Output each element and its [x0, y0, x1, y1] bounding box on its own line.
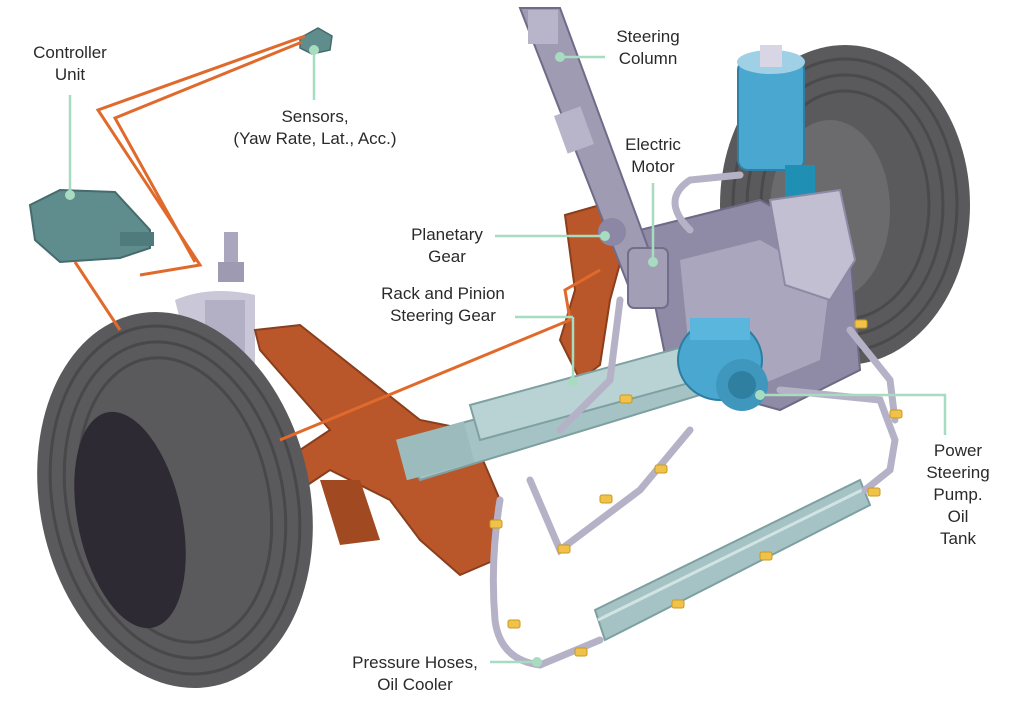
- label-line: Tank: [940, 529, 976, 548]
- controller-unit: [28, 188, 154, 264]
- label-rack-and-pinion: Rack and Pinion Steering Gear: [368, 283, 518, 327]
- label-line: Controller: [33, 43, 107, 62]
- label-line: Steering: [616, 27, 680, 46]
- label-line: Pressure Hoses,: [352, 653, 478, 672]
- steering-rack: [396, 343, 702, 482]
- hose-fittings: [489, 319, 903, 657]
- power-steering-pump: [677, 318, 768, 411]
- label-line: Oil: [947, 507, 969, 526]
- label-line: Gear: [428, 247, 466, 266]
- oil-cooler: [593, 478, 872, 642]
- electric-motor: [627, 247, 669, 309]
- hoses: [489, 171, 899, 669]
- left-wheel: [37, 312, 313, 688]
- label-line: (Yaw Rate, Lat., Acc.): [233, 129, 397, 148]
- sensor-unit: [299, 27, 333, 55]
- label-line: Oil Cooler: [377, 675, 453, 694]
- label-line: Planetary: [411, 225, 483, 244]
- leader-dots: [65, 45, 765, 667]
- label-pressure-hoses: Pressure Hoses, Oil Cooler: [340, 652, 490, 696]
- label-line: Motor: [631, 157, 675, 176]
- leader-lines: [68, 50, 947, 664]
- label-line: Rack and Pinion: [381, 284, 505, 303]
- label-line: Column: [618, 49, 678, 68]
- label-planetary-gear: Planetary Gear: [395, 224, 499, 268]
- label-line: Power: [933, 441, 983, 460]
- label-line: Electric: [625, 135, 681, 154]
- label-controller-unit: Controller Unit: [20, 42, 120, 86]
- label-line: Pump.: [933, 485, 983, 504]
- label-sensors: Sensors, (Yaw Rate, Lat., Acc.): [210, 106, 420, 150]
- subframe: [253, 203, 627, 577]
- label-steering-column: Steering Column: [600, 26, 696, 70]
- label-line: Sensors,: [281, 107, 349, 126]
- label-line: Unit: [54, 65, 86, 84]
- label-line: Steering: [926, 463, 990, 482]
- label-line: Steering Gear: [390, 306, 496, 325]
- wiring: [73, 34, 601, 442]
- label-electric-motor: Electric Motor: [605, 134, 701, 178]
- label-power-steering-pump: Power Steering Pump. Oil Tank: [908, 440, 1008, 550]
- right-shock: [737, 45, 857, 302]
